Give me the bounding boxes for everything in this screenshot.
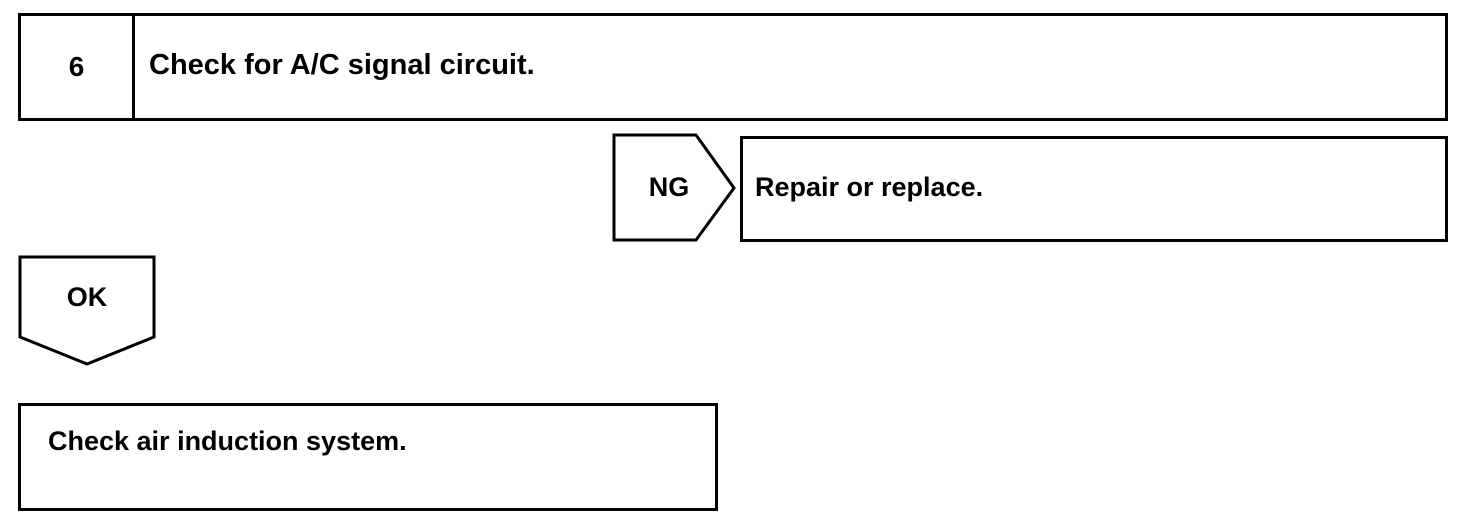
next-step-text: Check air induction system. bbox=[48, 426, 407, 456]
ng-arrow-shape bbox=[612, 133, 736, 242]
step-number: 6 bbox=[21, 16, 135, 118]
ok-arrow-shape bbox=[18, 255, 156, 366]
step-box: 6 Check for A/C signal circuit. bbox=[18, 13, 1448, 121]
ng-label: NG bbox=[648, 172, 690, 202]
ng-action-box: Repair or replace. bbox=[740, 136, 1448, 242]
ng-action-text: Repair or replace. bbox=[755, 171, 984, 202]
next-step-box: Check air induction system. bbox=[18, 403, 718, 511]
step-title: Check for A/C signal circuit. bbox=[149, 48, 535, 81]
ok-label: OK bbox=[66, 282, 108, 312]
